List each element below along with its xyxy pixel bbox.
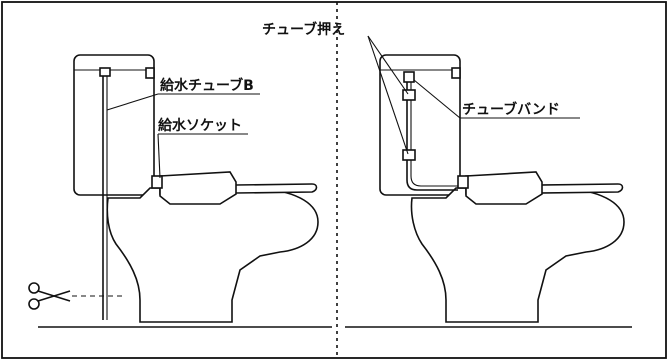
- left-tank: [73, 54, 155, 196]
- label-tube-holder: チューブ押え: [262, 21, 345, 38]
- right-toilet: [345, 35, 632, 328]
- scissors-icon: [28, 282, 71, 310]
- left-toilet: [38, 54, 332, 328]
- left-washlet-unit: [159, 171, 237, 205]
- tube-holder-upper: [402, 89, 416, 101]
- label-tube-band: チューブバンド: [462, 101, 560, 118]
- right-washlet-unit: [465, 171, 543, 205]
- tube-band: [403, 71, 415, 83]
- right-tank: [379, 54, 461, 196]
- label-water-socket: 給水ソケット: [158, 117, 242, 134]
- left-tank-lever: [145, 67, 155, 79]
- tube-holder-lower: [402, 149, 416, 161]
- label-tube-b: 給水チューブB: [160, 77, 254, 94]
- right-water-socket: [457, 175, 469, 189]
- left-bowl: [106, 187, 319, 323]
- right-bowl: [410, 187, 625, 323]
- right-bent-tube: [406, 72, 458, 191]
- left-water-socket: [151, 175, 163, 189]
- right-tank-lever: [451, 67, 461, 79]
